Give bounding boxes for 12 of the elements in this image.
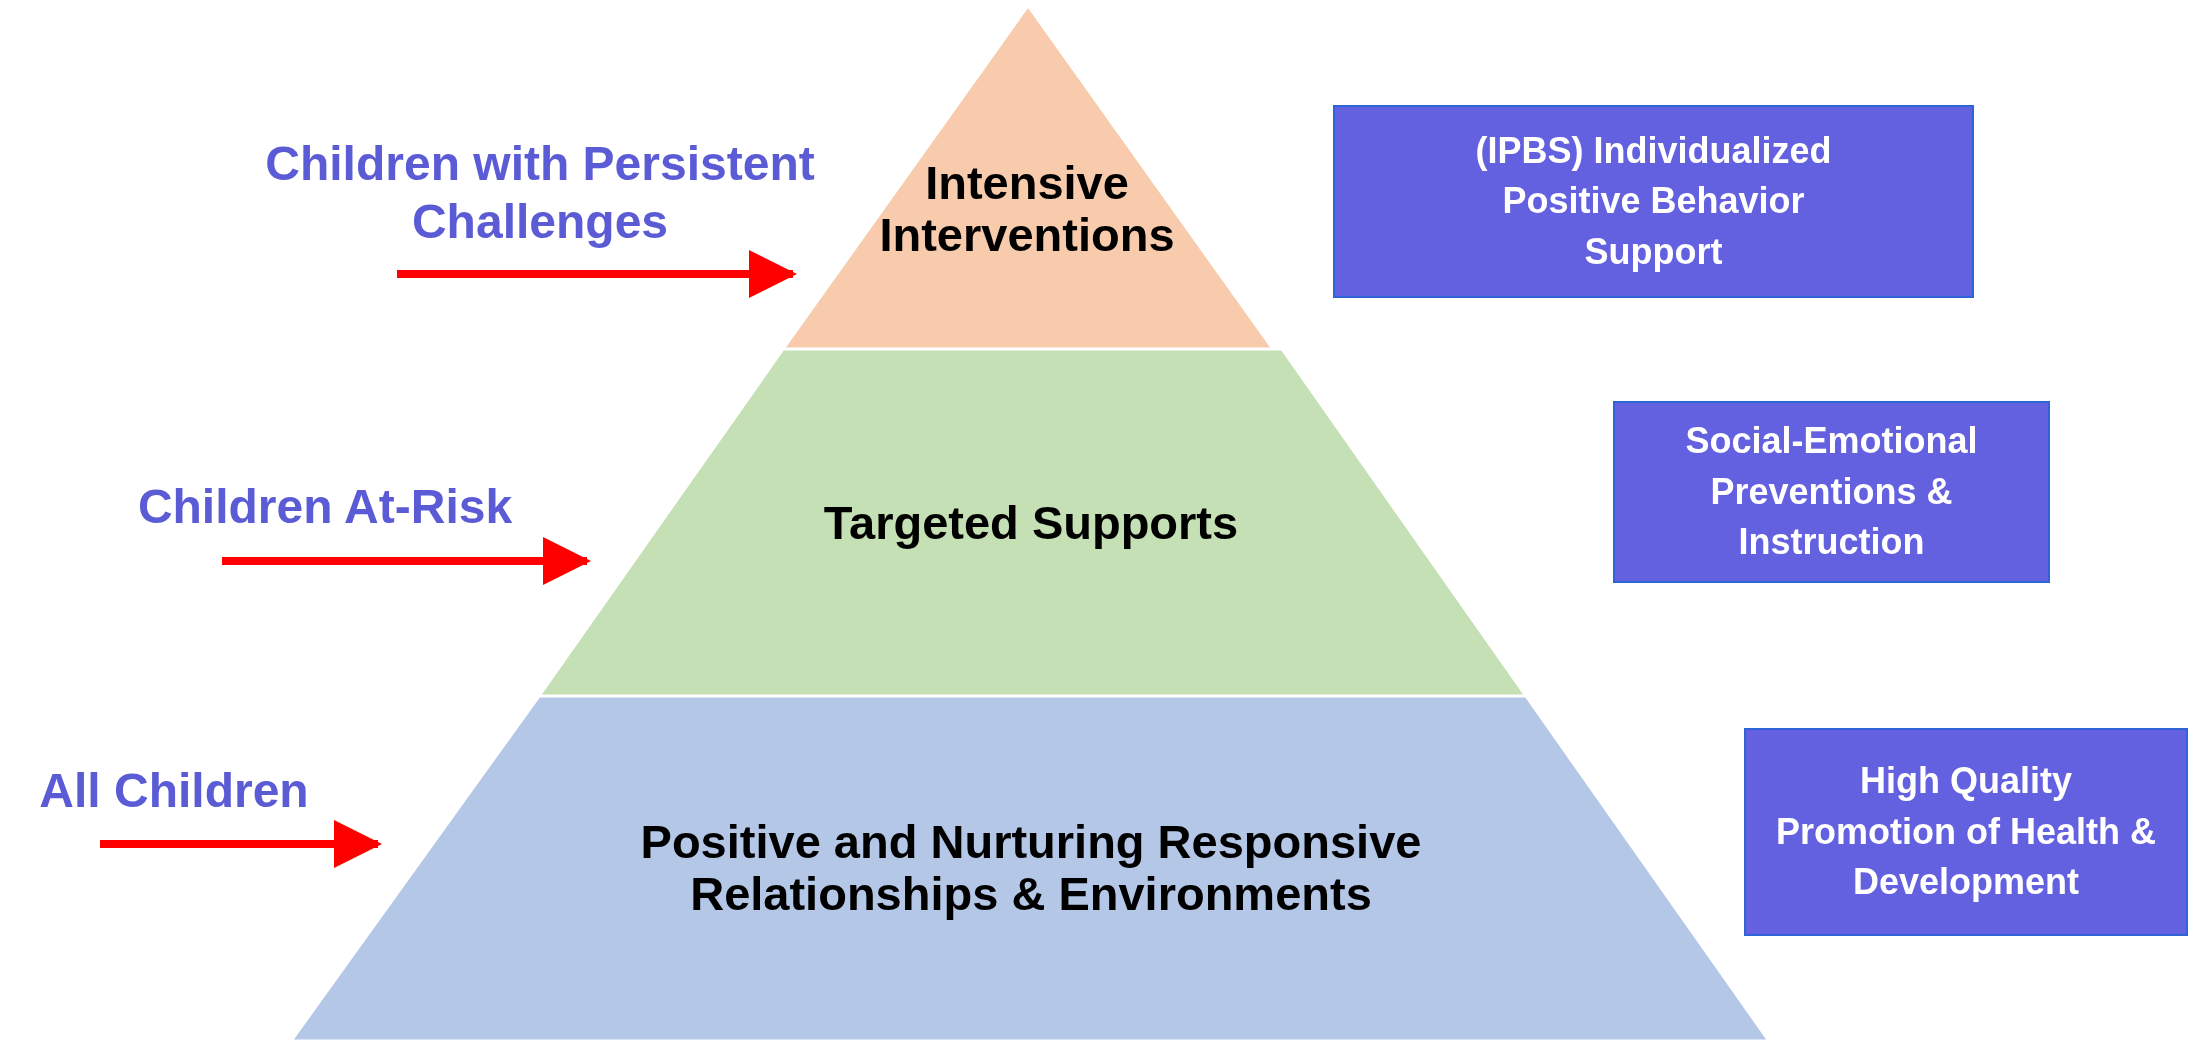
node-label: Positive and Nurturing Responsive Relationships & Environments [639, 816, 1423, 920]
node-label: All Children [39, 763, 309, 819]
node-label: Social-Emotional Preventions & Instruction [1684, 419, 1979, 565]
info-box [1333, 105, 1974, 298]
node-label: Targeted Supports [823, 497, 1239, 549]
node-label: (IPBS) Individualized Positive Behavior Support [1474, 128, 1833, 274]
info-box [1744, 728, 2188, 936]
node-label: Children At-Risk [137, 479, 513, 535]
info-box [1613, 401, 2050, 583]
node-label: Children with Persistent Challenges [264, 136, 816, 250]
node-label: Intensive Interventions [878, 157, 1176, 261]
node-label: High Quality Promotion of Health & Development [1776, 759, 2156, 905]
